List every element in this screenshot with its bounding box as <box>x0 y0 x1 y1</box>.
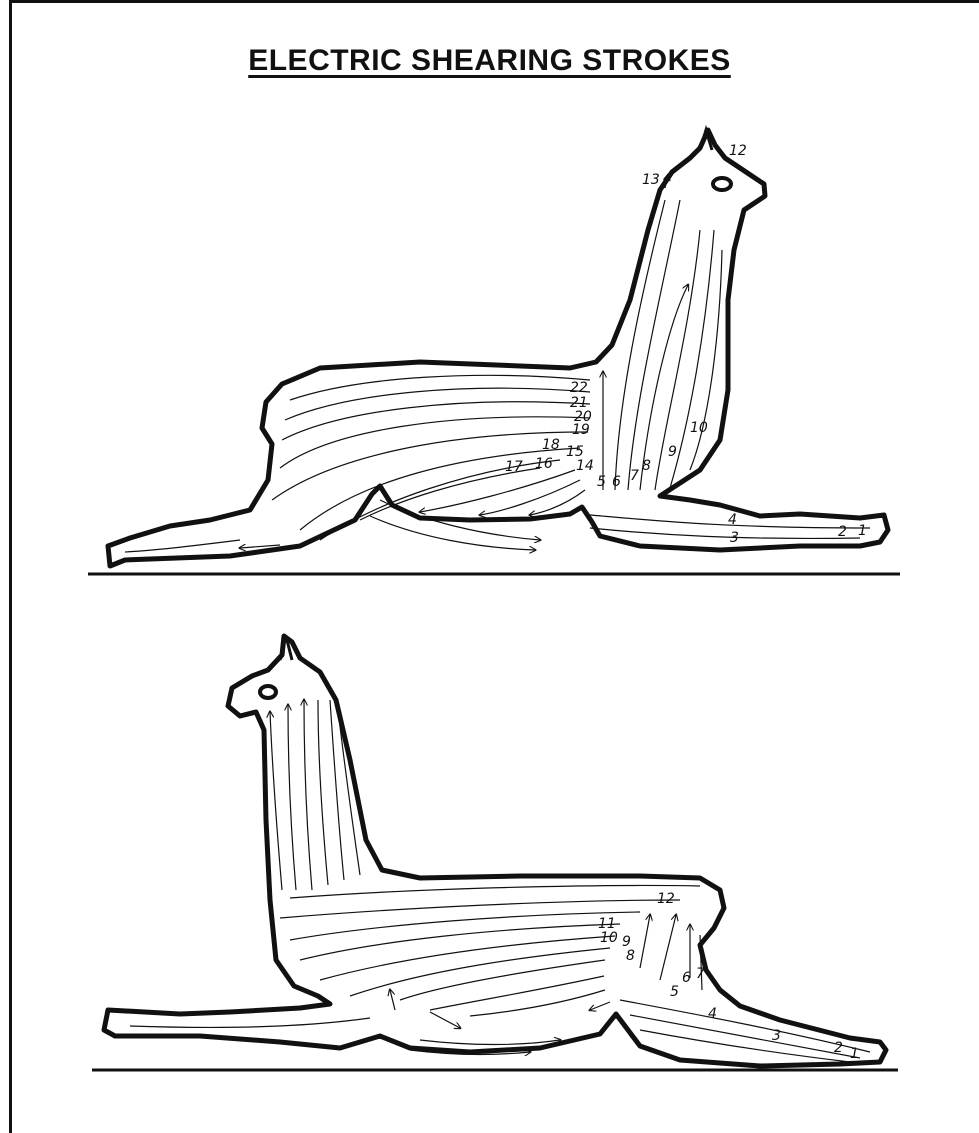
top-llama-figure: 22 21 20 19 18 17 16 15 14 13 12 10 9 8 … <box>88 130 900 574</box>
top-label-1: 1 <box>858 523 867 539</box>
bottom-label-10: 10 <box>600 930 618 946</box>
top-label-18: 18 <box>542 437 560 453</box>
top-label-22: 22 <box>570 380 588 396</box>
top-label-5: 5 <box>597 474 606 490</box>
bottom-label-1: 1 <box>850 1046 859 1062</box>
top-label-16: 16 <box>535 456 553 472</box>
bottom-label-8: 8 <box>626 948 635 964</box>
top-label-17: 17 <box>505 459 523 475</box>
top-label-7: 7 <box>630 468 639 484</box>
top-label-2: 2 <box>838 524 847 540</box>
bottom-llama-outline <box>104 636 886 1066</box>
bottom-label-6: 6 <box>682 970 691 986</box>
top-label-10: 10 <box>690 420 708 436</box>
bottom-label-3: 3 <box>772 1028 781 1044</box>
bottom-label-12: 12 <box>657 891 675 907</box>
top-label-6: 6 <box>612 474 621 490</box>
top-label-14: 14 <box>576 458 594 474</box>
top-label-8: 8 <box>642 458 651 474</box>
top-label-4: 4 <box>728 512 737 528</box>
bottom-label-7: 7 <box>696 966 705 982</box>
top-llama-outline <box>108 130 888 566</box>
top-label-3: 3 <box>730 530 739 546</box>
bottom-llama-figure: 12 11 10 9 8 7 6 5 4 3 2 1 <box>92 636 898 1070</box>
top-label-19: 19 <box>572 422 590 438</box>
top-label-12: 12 <box>729 143 747 159</box>
bottom-label-4: 4 <box>708 1006 717 1022</box>
top-label-9: 9 <box>668 444 677 460</box>
top-label-13: 13 <box>642 172 660 188</box>
bottom-label-2: 2 <box>834 1040 843 1056</box>
bottom-label-5: 5 <box>670 984 679 1000</box>
